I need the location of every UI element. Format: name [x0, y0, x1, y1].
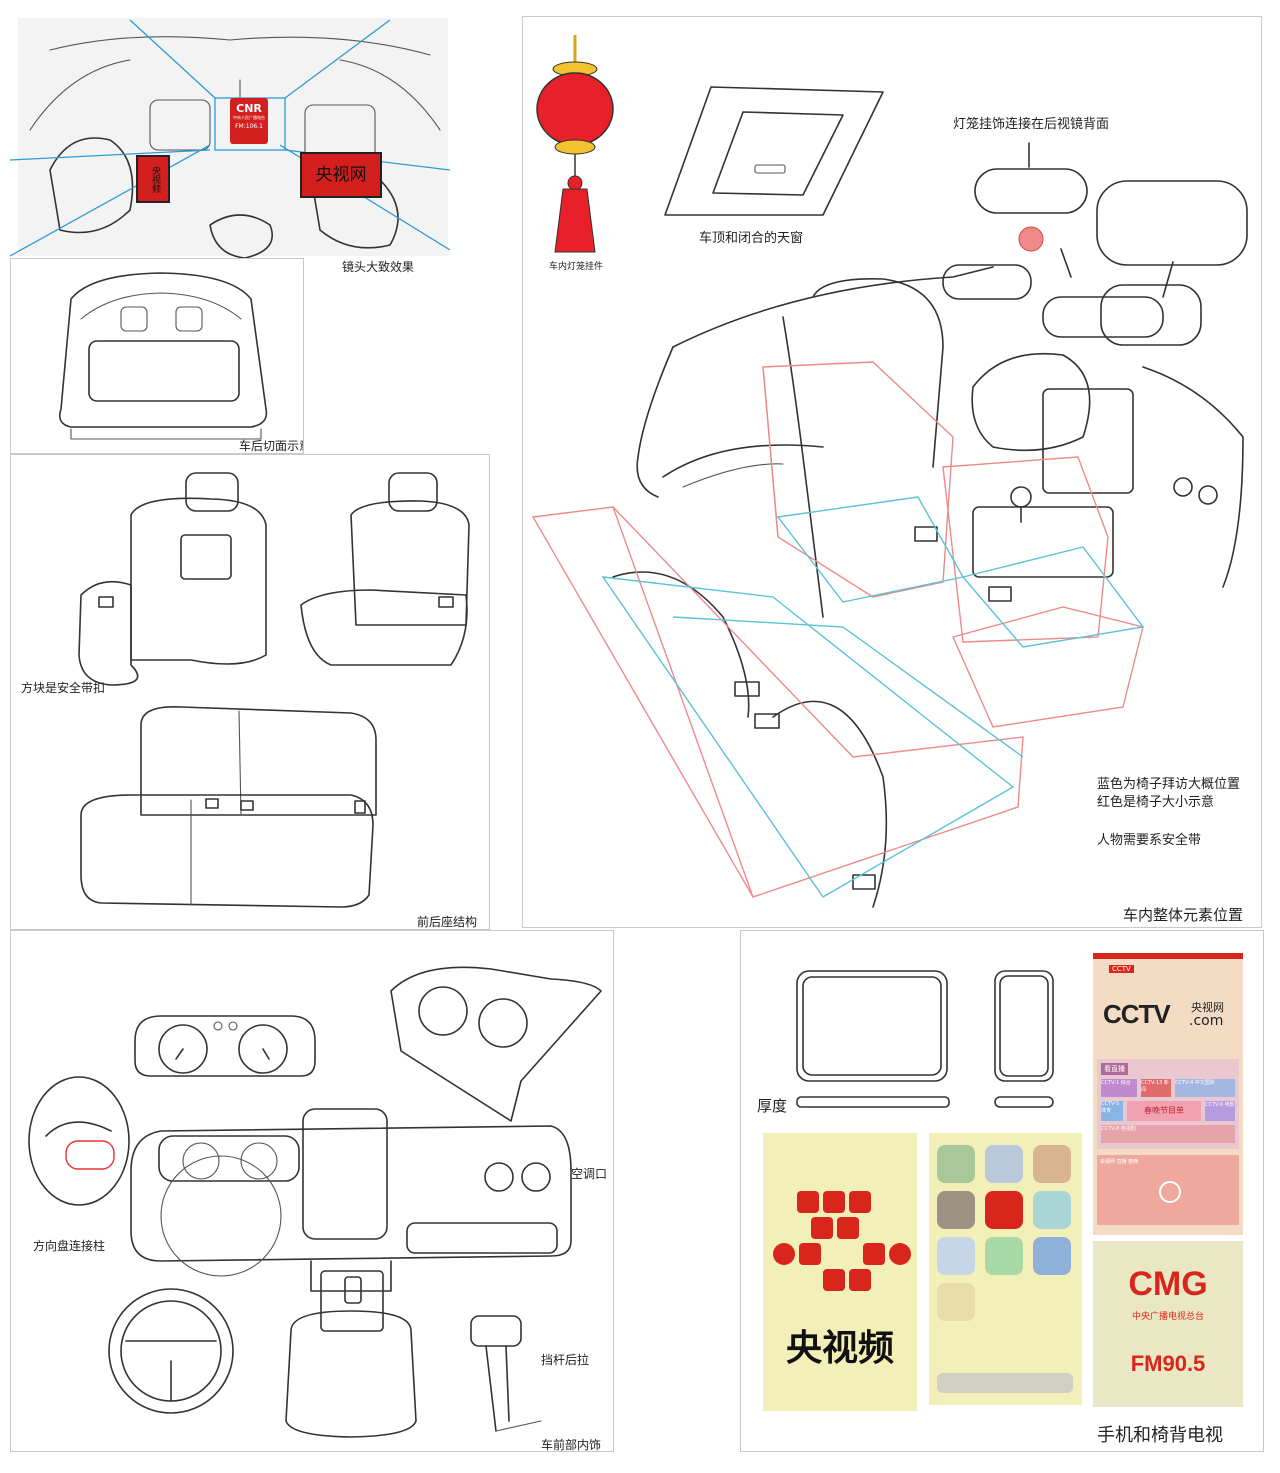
seatback-screen: 央视网: [300, 152, 382, 198]
cctv-tile-c[interactable]: CCTV-4 中文国际: [1175, 1079, 1235, 1097]
cctv-player[interactable]: 央视网 直播 春晚: [1097, 1155, 1239, 1225]
gear-lever-detail: [470, 1315, 542, 1432]
lantern-ornament: [536, 35, 614, 253]
caption-interior-layout: 车内整体元素位置: [1123, 906, 1244, 924]
caption-blue-note: 蓝色为椅子拜访大概位置: [1097, 777, 1241, 792]
caption-seat-structure: 前后座结构: [417, 915, 478, 929]
interior-layout-sketch: [531, 35, 1248, 908]
rear-view-mirror: [974, 142, 1248, 298]
phone-home-screen: [929, 1133, 1082, 1405]
phone-icon[interactable]: [937, 1283, 975, 1321]
cctv-tag-live[interactable]: 看直播: [1101, 1063, 1128, 1075]
dashboard-front: [130, 1108, 572, 1277]
interior-sketch: [612, 264, 1244, 908]
caption-sunroof: 车顶和闭合的天窗: [699, 231, 804, 246]
cnr-screen: CNR 中央人民广播电台 FM:106.1: [230, 98, 268, 144]
steering-wheel-side: [28, 1076, 130, 1206]
red-size-guides: [531, 361, 1144, 898]
caption-steering-column: 方向盘连接柱: [33, 1239, 106, 1253]
dashboard-angled: [390, 966, 602, 1122]
cctv-logo: CCTV: [1103, 999, 1171, 1029]
cnr-sub: 中央人民广播电台: [233, 115, 265, 120]
kid-phone-screen: 央视频: [136, 155, 170, 203]
panel-front-interior: 空调口 方向盘连接柱 挡杆后拉 车前部内饰: [10, 930, 614, 1452]
caption-red-note: 红色是椅子大小示意: [1097, 795, 1215, 810]
ysp-app-icon[interactable]: [985, 1191, 1023, 1229]
caption-gear-lever: 挡杆后拉: [541, 1353, 590, 1367]
heart-icon[interactable]: [937, 1191, 975, 1229]
cctv-footer: 央视网 直播 春晚: [1100, 1159, 1139, 1165]
cctv-tile-a[interactable]: CCTV-1 综合: [1101, 1079, 1137, 1097]
steering-wheel-front: [108, 1288, 234, 1414]
blue-position-guides: [601, 496, 1145, 898]
ysp-logo-mark: [773, 1191, 911, 1291]
rear-section-sketch: [58, 272, 268, 440]
caption-thickness: 厚度: [757, 1097, 788, 1115]
cctv-app-screen: CCTV CCTV 央视网 .com 看直播 CCTV-1 综合 CCTV-13…: [1093, 953, 1243, 1235]
cnr-freq: FM:106.1: [235, 123, 263, 130]
mail-icon[interactable]: [1033, 1237, 1071, 1275]
panel-phone-tv: 厚度 CCTV CCTV 央视网 .com 看直播 CCTV-1 综合 CCTV…: [740, 930, 1264, 1452]
panel-interior-layout: 车内灯笼挂件 车顶和闭合的天窗 灯笼挂饰连接在后视镜背面 蓝色为椅子拜访大概位置…: [522, 16, 1262, 928]
caption-phone-tv: 手机和椅背电视: [1097, 1425, 1223, 1446]
stats-icon[interactable]: [1033, 1191, 1071, 1229]
dock-bar: [937, 1373, 1073, 1393]
ysp-name: 央视频: [785, 1328, 894, 1369]
play-icon[interactable]: [1159, 1181, 1181, 1203]
caption-seat-buckle: 方块是安全带扣: [21, 681, 106, 695]
cctv-gala-tile[interactable]: 春晚节目单: [1127, 1101, 1201, 1121]
camera-effect-sketch: [10, 18, 450, 259]
gauge-cluster: [134, 1015, 316, 1077]
ysp-tv-screen: 央视频: [763, 1133, 917, 1411]
cup-icon[interactable]: [985, 1237, 1023, 1275]
cctv-tile-e[interactable]: CCTV-6 电影: [1205, 1101, 1235, 1121]
sunroof: [664, 86, 884, 216]
cctv-tile-grid: 看直播 CCTV-1 综合 CCTV-13 新闻 CCTV-4 中文国际 CCT…: [1097, 1059, 1239, 1149]
caption-camera-effect: 镜头大致效果: [342, 260, 415, 274]
camera-icon[interactable]: [937, 1145, 975, 1183]
cctv-tile-d[interactable]: CCTV-5 体育: [1101, 1101, 1123, 1121]
kid-screen-text: 央视频: [150, 165, 160, 193]
caption-lantern: 车内灯笼挂件: [549, 262, 604, 272]
rear-bench: [80, 706, 377, 908]
cctv-logo-suffix: .com: [1189, 1013, 1224, 1029]
front-seat-with-screen: [78, 472, 267, 686]
caption-belt-note: 人物需要系安全带: [1097, 833, 1202, 848]
panel-camera-effect: CNR 中央人民广播电台 FM:106.1 央视网 央视频 镜头大致效果: [10, 10, 450, 278]
front-seat-plain: [300, 472, 470, 666]
music-icon[interactable]: [937, 1237, 975, 1275]
caption-rear-section: 车后切面示意: [239, 439, 304, 453]
record-icon[interactable]: [1033, 1145, 1071, 1183]
panel-seat-structure: 方块是安全带扣 前后座结构: [10, 454, 490, 930]
device-outlines: [796, 970, 1054, 1108]
caption-front-interior: 车前部内饰: [541, 1438, 602, 1452]
cmg-sub: 中央广播电视总台: [1131, 1312, 1204, 1322]
cctv-tile-b[interactable]: CCTV-13 新闻: [1141, 1079, 1171, 1097]
cctv-top-tag: CCTV: [1109, 965, 1134, 973]
chart-icon[interactable]: [985, 1145, 1023, 1183]
seat-screen-text: 央视网: [315, 165, 367, 185]
cmg-freq: FM90.5: [1130, 1351, 1206, 1376]
gear-console: [285, 1260, 417, 1438]
panel-rear-section: 车后切面示意: [10, 258, 304, 454]
cnr-logo: CNR: [236, 102, 262, 115]
cmg-tv-screen: CMG 中央广播电视总台 FM90.5: [1093, 1241, 1243, 1407]
caption-air-vent: 空调口: [571, 1167, 608, 1181]
cctv-tile-f[interactable]: CCTV-8 电视剧: [1101, 1125, 1235, 1143]
cctv-cn-name: 央视网: [1191, 1001, 1224, 1014]
cmg-logo: CMG: [1128, 1265, 1208, 1303]
front-interior-sketch: [28, 966, 602, 1438]
caption-lantern-note: 灯笼挂饰连接在后视镜背面: [953, 117, 1110, 132]
seat-structure-sketch: [78, 472, 470, 908]
